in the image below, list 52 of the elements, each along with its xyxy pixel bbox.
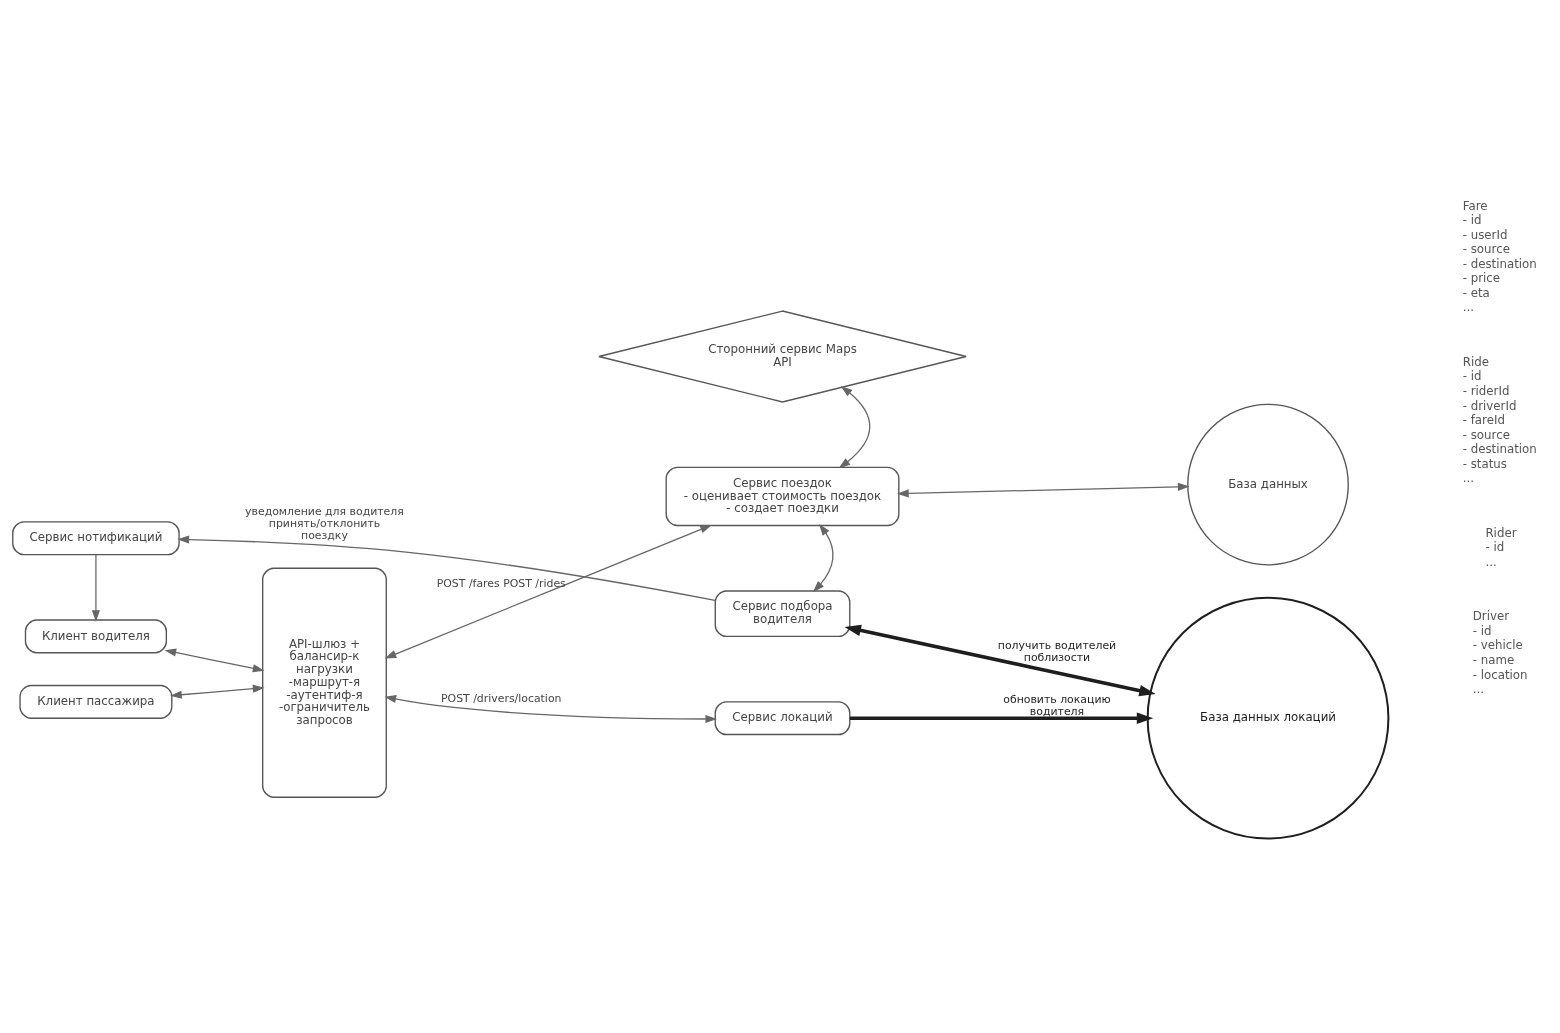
arrow (812, 523, 834, 592)
label: - destination (1462, 256, 1537, 271)
arrow (164, 648, 265, 672)
label: - userId (1462, 227, 1508, 242)
label: - id (1462, 212, 1482, 227)
arrow (91, 553, 100, 622)
label: ... (1485, 554, 1497, 569)
label: Ride (1462, 354, 1489, 369)
node-box: Сервис нотификаций (12, 520, 180, 555)
label: - price (1462, 270, 1501, 285)
edge-label: POST /fares POST /rides (436, 576, 566, 590)
node-box: Сервис подбора водителя (714, 589, 851, 637)
label: ... (1472, 681, 1484, 696)
label: - id (1462, 368, 1482, 383)
label: - name (1472, 652, 1515, 667)
edge-label: обновить локацию водителя (1003, 692, 1111, 718)
node-box: API-шлюз + балансир-к нагрузки -маршрут-я -аутентиф-я -ограничитель запросов (262, 567, 387, 798)
label: - id (1472, 623, 1492, 638)
arrow (384, 694, 718, 723)
node-box: Сервис локаций (714, 700, 851, 735)
node-box: Сервис поездок - оценивает стоимость поездок - создает поездки (665, 466, 900, 526)
label: - status (1462, 456, 1507, 471)
label: - riderId (1462, 383, 1510, 398)
label: Driver (1472, 608, 1510, 623)
label: Fare (1462, 198, 1488, 213)
label: ... (1462, 299, 1474, 314)
label: - source (1462, 241, 1510, 256)
arrow (838, 385, 871, 468)
arrow (384, 524, 712, 659)
arrow (177, 534, 716, 601)
node-box: Клиент пассажира (19, 684, 173, 719)
arrow (170, 684, 265, 699)
label: ... (1462, 470, 1474, 485)
node-circle: База данных локаций (1146, 596, 1390, 840)
arrow (897, 482, 1190, 497)
label: Rider (1485, 525, 1517, 540)
label: - vehicle (1472, 637, 1523, 652)
label: - destination (1462, 441, 1537, 456)
node-diamond: Сторонний сервис Maps API (598, 309, 967, 403)
label: - id (1485, 539, 1505, 554)
edge-label: получить водителей поблизости (997, 638, 1117, 664)
label: - source (1462, 427, 1510, 442)
label: - eta (1462, 285, 1490, 300)
edge-label: уведомление для водителя принять/отклонить поездку (245, 504, 404, 542)
label: - driverId (1462, 398, 1517, 413)
edge-label: POST /drivers/location (441, 691, 562, 705)
node-circle: База данных (1187, 403, 1349, 566)
label: - location (1472, 667, 1528, 682)
label: - fareId (1462, 412, 1505, 427)
arrow (849, 711, 1154, 724)
node-box: Клиент водителя (24, 618, 168, 653)
arrow (844, 624, 1156, 696)
